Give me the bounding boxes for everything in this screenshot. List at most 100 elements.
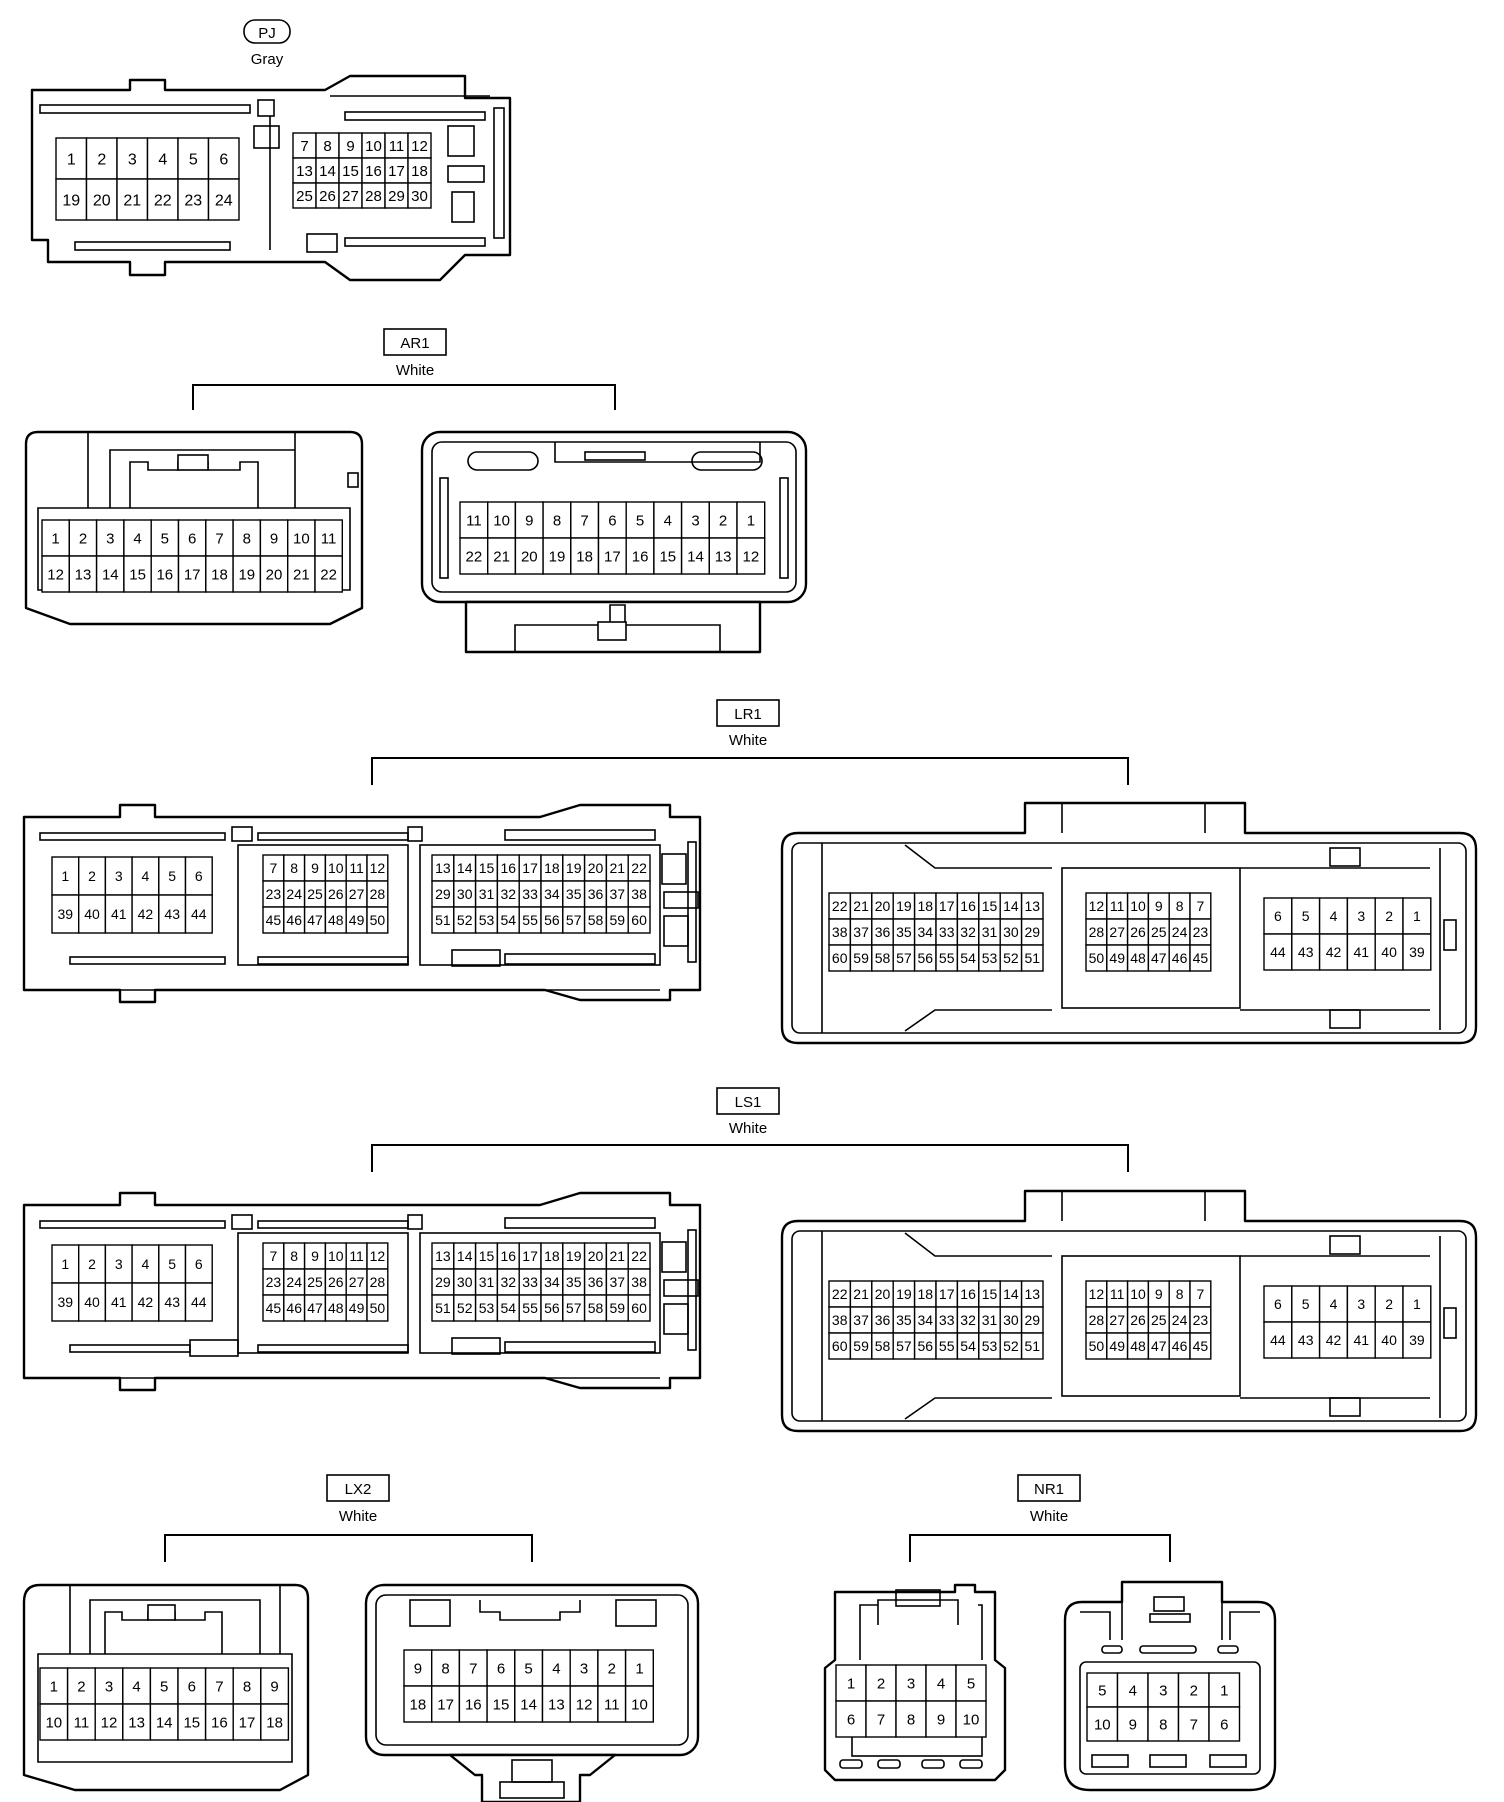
pin-number: 24 xyxy=(286,886,302,902)
pin-number: 24 xyxy=(1172,1312,1188,1328)
pin-number: 7 xyxy=(877,1711,885,1728)
pin-number: 50 xyxy=(1089,1338,1105,1354)
pin-cell xyxy=(123,555,152,593)
pin-number: 55 xyxy=(522,912,538,928)
pin-number: 1 xyxy=(51,530,59,547)
pin-number: 30 xyxy=(457,886,473,902)
pin-cell xyxy=(116,178,149,221)
pin-number: 2 xyxy=(77,1678,85,1695)
pin-number: 8 xyxy=(243,1678,251,1695)
pin-number: 27 xyxy=(1109,1312,1125,1328)
pin-cell xyxy=(1291,1285,1321,1323)
pin-cell xyxy=(68,555,98,593)
pin-number: 19 xyxy=(896,1286,912,1302)
pin-cell xyxy=(177,178,210,221)
pin-number: 48 xyxy=(1130,1338,1146,1354)
pin-number: 2 xyxy=(877,1675,885,1692)
pin-number: 1 xyxy=(61,1256,69,1272)
pin-number: 10 xyxy=(1130,1286,1146,1302)
pin-number: 3 xyxy=(115,868,123,884)
pin-number: 4 xyxy=(142,868,150,884)
pin-number: 7 xyxy=(580,512,588,529)
pin-number: 3 xyxy=(580,1660,588,1677)
pin-number: 6 xyxy=(847,1711,855,1728)
pin-number: 2 xyxy=(1385,908,1393,924)
pin-number: 59 xyxy=(610,912,626,928)
pin-number: 31 xyxy=(479,1274,495,1290)
pin-number: 11 xyxy=(321,530,337,547)
pin-number: 1 xyxy=(1220,1682,1228,1699)
pin-number: 22 xyxy=(466,548,483,565)
pin-cell xyxy=(77,856,107,896)
ls1-code-box xyxy=(716,1087,780,1115)
pin-cell xyxy=(865,1700,897,1738)
pin-number: 9 xyxy=(270,530,278,547)
pin-number: 4 xyxy=(1330,908,1338,924)
pin-number: 14 xyxy=(457,1248,473,1264)
pin-number: 12 xyxy=(1089,1286,1105,1302)
lx2-code: LX2 xyxy=(345,1481,372,1498)
pin-cell xyxy=(1318,897,1349,935)
pin-number: 47 xyxy=(307,912,323,928)
pin-number: 37 xyxy=(853,1312,869,1328)
pin-cell xyxy=(1189,944,1212,972)
pin-number: 54 xyxy=(960,1338,976,1354)
pin-number: 47 xyxy=(1151,950,1167,966)
pin-cell xyxy=(149,1667,179,1705)
pin-number: 47 xyxy=(307,1300,323,1316)
pin-number: 20 xyxy=(875,1286,891,1302)
pin-number: 1 xyxy=(847,1675,855,1692)
pin-cell xyxy=(514,1649,544,1687)
pin-number: 8 xyxy=(907,1711,915,1728)
pin-cell xyxy=(66,1667,96,1705)
pin-number: 13 xyxy=(435,860,451,876)
pin-number: 60 xyxy=(631,912,647,928)
pin-number: 11 xyxy=(349,1248,364,1264)
pin-cell xyxy=(570,537,600,575)
pin-number: 53 xyxy=(479,912,495,928)
pin-number: 26 xyxy=(1130,924,1146,940)
pin-number: 25 xyxy=(296,188,313,205)
pin-number: 11 xyxy=(74,1714,90,1731)
pin-number: 33 xyxy=(522,1274,538,1290)
pin-number: 18 xyxy=(211,566,228,583)
pin-number: 3 xyxy=(691,512,699,529)
pin-number: 17 xyxy=(522,1248,538,1264)
pin-number: 5 xyxy=(168,868,176,884)
ar1-code: AR1 xyxy=(400,335,429,352)
pin-number: 28 xyxy=(1089,924,1105,940)
pin-number: 2 xyxy=(97,151,106,168)
pin-number: 31 xyxy=(982,924,998,940)
pin-number: 8 xyxy=(441,1660,449,1677)
pin-number: 45 xyxy=(266,1300,282,1316)
pin-number: 15 xyxy=(982,898,998,914)
pin-number: 13 xyxy=(1025,1286,1041,1302)
pin-number: 3 xyxy=(1357,1296,1365,1312)
pin-number: 23 xyxy=(266,886,282,902)
pin-cell xyxy=(184,856,213,896)
pin-cell xyxy=(177,519,207,557)
pin-cell xyxy=(407,182,432,209)
pin-number: 31 xyxy=(479,886,495,902)
pin-number: 42 xyxy=(1326,1332,1342,1348)
pin-number: 1 xyxy=(50,1678,58,1695)
pin-number: 18 xyxy=(410,1696,427,1713)
pin-cell xyxy=(1346,1285,1376,1323)
pin-cell xyxy=(232,519,262,557)
pin-number: 7 xyxy=(1190,1716,1198,1733)
pin-number: 18 xyxy=(918,898,934,914)
pin-number: 6 xyxy=(497,1660,505,1677)
pin-cell xyxy=(1263,933,1293,971)
pin-number: 10 xyxy=(328,1248,344,1264)
pin-number: 42 xyxy=(1326,944,1342,960)
pin-number: 33 xyxy=(522,886,538,902)
pin-number: 12 xyxy=(370,860,386,876)
pin-cell xyxy=(158,894,187,934)
pin-number: 8 xyxy=(243,530,251,547)
pin-number: 35 xyxy=(566,886,582,902)
